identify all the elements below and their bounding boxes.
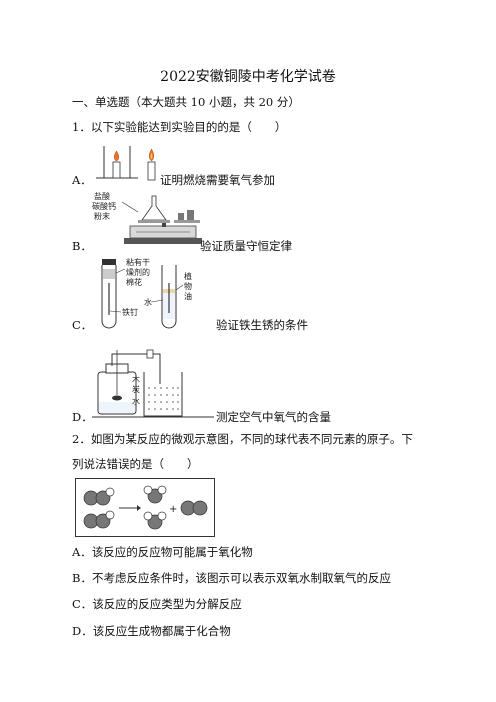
q2-option-d-text: 该反应生成物都属于化合物 — [92, 624, 231, 638]
q2-option-a-letter: A． — [72, 545, 92, 559]
q2-option-c-text: 该反应的反应类型为分解反应 — [92, 597, 242, 611]
question-1-stem: 1．以下实验能达到实验目的的是（ ） — [72, 120, 287, 134]
figure-iron-rust-experiment: 粘有干 燥剂的 棉花 铁钉 水 植 物 油 — [101, 257, 192, 329]
q2-option-c[interactable]: C．该反应的反应类型为分解反应 — [72, 597, 242, 611]
q2-option-b-text: 不考虑反应条件时，该图示可以表示双氧水制取氧气的反应 — [91, 571, 391, 585]
figC-left-label-1: 粘有干 — [126, 257, 150, 267]
q2-option-a[interactable]: A．该反应的反应物可能属于氧化物 — [72, 545, 253, 559]
section-heading: 一、单选题（本大题共 10 小题，共 20 分） — [72, 95, 300, 109]
figC-left-label-3: 棉花 — [126, 277, 142, 287]
q1-option-d-letter[interactable]: D． — [72, 410, 93, 424]
q2-option-b[interactable]: B．不考虑反应条件时，该图示可以表示双氧水制取氧气的反应 — [72, 571, 391, 585]
q2-option-a-text: 该反应的反应物可能属于氧化物 — [91, 545, 253, 559]
figB-label-1: 盐酸 — [94, 191, 110, 201]
q1-option-b-text: 验证质量守恒定律 — [200, 239, 292, 253]
question-2-stem-line-2: 列说法错误的是（ ） — [72, 457, 199, 471]
figD-label-1: 木 — [132, 374, 140, 384]
figD-label-2: 炭 — [132, 385, 140, 394]
q1-option-d-text: 测定空气中氧气的含量 — [216, 410, 331, 424]
figC-nail-label: 铁钉 — [122, 307, 138, 317]
q1-option-a-text: 证明燃烧需要氧气参加 — [160, 173, 275, 187]
question-2-stem-line-1: 2．如图为某反应的微观示意图，不同的球代表不同元素的原子。下 — [72, 432, 413, 446]
q1-option-a-letter[interactable]: A． — [72, 173, 92, 187]
q2-option-d[interactable]: D．该反应生成物都属于化合物 — [72, 624, 231, 638]
figB-label-3: 粉末 — [94, 211, 110, 221]
figure-molecular-reaction-diagram: + — [75, 478, 215, 537]
q1-option-b-letter[interactable]: B． — [72, 239, 92, 253]
figure-oxygen-content-experiment: 木 炭 水 — [92, 349, 214, 418]
plus-sign: + — [169, 504, 177, 515]
q1-option-c-text: 验证铁生锈的条件 — [216, 318, 308, 332]
figure-candle-experiment — [96, 146, 156, 181]
q1-option-c-letter[interactable]: C． — [72, 318, 93, 332]
q2-option-b-letter: B． — [72, 571, 92, 585]
figC-left-label-2: 燥剂的 — [126, 267, 150, 277]
figC-oil-label-1: 植 — [184, 271, 192, 281]
figD-label-3: 水 — [132, 396, 140, 406]
figB-label-2: 碳酸钙 — [92, 201, 116, 211]
figC-water-label: 水 — [144, 297, 152, 307]
q2-option-c-letter: C． — [72, 597, 93, 611]
figC-oil-label-3: 油 — [184, 291, 192, 301]
figure-balance-experiment: 盐酸 碳酸钙 粉末 — [92, 191, 202, 244]
figC-oil-label-2: 物 — [184, 281, 192, 291]
page-title: 2022安徽铜陵中考化学试卷 — [160, 69, 336, 85]
q2-option-d-letter: D． — [72, 624, 93, 638]
